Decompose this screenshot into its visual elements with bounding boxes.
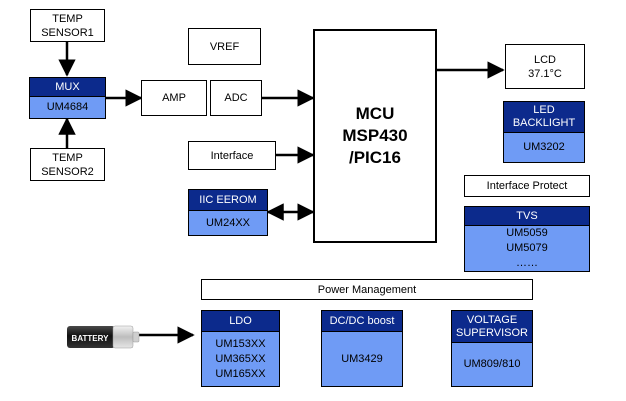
iic-eerom-part: UM24XX — [189, 211, 267, 235]
power-management-box: Power Management — [201, 279, 533, 300]
led-backlight-title: LED BACKLIGHT — [504, 102, 584, 133]
temp-sensor2-line2: SENSOR2 — [41, 165, 94, 178]
voltage-supervisor-line1: VOLTAGE — [466, 313, 518, 326]
tvs-title: TVS — [465, 207, 589, 226]
ldo-parts: UM153XX UM365XX UM165XX — [202, 332, 279, 386]
led-backlight-line2: BACKLIGHT — [512, 117, 576, 129]
voltage-supervisor-title: VOLTAGE SUPERVISOR — [452, 311, 532, 343]
temp-sensor1-line2: SENSOR1 — [41, 26, 94, 39]
vref-box: VREF — [188, 28, 261, 65]
dcdc-title: DC/DC boost — [322, 311, 402, 332]
iic-eerom-title: IIC EEROM — [189, 190, 267, 211]
amp-box: AMP — [141, 80, 207, 116]
ldo-block: LDO UM153XX UM365XX UM165XX — [201, 310, 280, 387]
tvs-part-2: UM5079 — [506, 242, 548, 254]
amp-label: AMP — [162, 92, 186, 104]
mux-block: MUX UM4684 — [29, 77, 106, 119]
iic-eerom-part-label: UM24XX — [205, 216, 251, 229]
mcu-line2: MSP430 — [342, 126, 408, 145]
vref-label: VREF — [209, 40, 240, 53]
adc-label: ADC — [224, 92, 248, 104]
mcu-line1: MCU — [355, 104, 395, 123]
dcdc-part: UM3429 — [322, 332, 402, 386]
interface-protect-box: Interface Protect — [464, 175, 590, 197]
led-backlight-line1: LED — [533, 104, 555, 116]
battery-icon: BATTERY — [67, 325, 140, 349]
dcdc-block: DC/DC boost UM3429 — [321, 310, 403, 387]
temp-sensor2-line1: TEMP — [52, 151, 83, 164]
mux-part-label: UM4684 — [46, 101, 89, 113]
ldo-part-2: UM365XX — [215, 352, 266, 365]
lcd-box: LCD 37.1°C — [505, 44, 585, 89]
tvs-part-1: UM5059 — [506, 227, 548, 239]
led-backlight-block: LED BACKLIGHT UM3202 — [503, 101, 585, 163]
led-backlight-part-label: UM3202 — [523, 141, 565, 153]
mcu-box: MCU MSP430 /PIC16 — [313, 29, 437, 243]
temp-sensor1-line1: TEMP — [52, 12, 83, 25]
ldo-part-3: UM165XX — [215, 367, 266, 380]
ldo-part-1: UM153XX — [215, 337, 266, 350]
voltage-supervisor-part-label: UM809/810 — [463, 358, 521, 370]
voltage-supervisor-block: VOLTAGE SUPERVISOR UM809/810 — [451, 310, 533, 387]
mux-title: MUX — [30, 78, 105, 97]
voltage-supervisor-part: UM809/810 — [452, 343, 532, 386]
ldo-title: LDO — [202, 311, 279, 332]
lcd-line2: 37.1°C — [528, 67, 562, 80]
dcdc-part-label: UM3429 — [341, 352, 383, 365]
tvs-parts: UM5059 UM5079 …… — [465, 226, 589, 271]
adc-box: ADC — [210, 80, 262, 116]
interface-box: Interface — [188, 141, 276, 170]
voltage-supervisor-line2: SUPERVISOR — [456, 326, 528, 339]
tvs-block: TVS UM5059 UM5079 …… — [464, 206, 590, 272]
interface-label: Interface — [210, 149, 254, 162]
mcu-line3: /PIC16 — [349, 148, 401, 167]
power-management-label: Power Management — [317, 283, 417, 296]
temp-sensor2-box: TEMP SENSOR2 — [30, 148, 105, 181]
battery-label: BATTERY — [72, 334, 110, 343]
led-backlight-part: UM3202 — [504, 133, 584, 162]
temp-sensor1-box: TEMP SENSOR1 — [30, 9, 105, 42]
mux-part: UM4684 — [30, 97, 105, 118]
interface-protect-label: Interface Protect — [486, 180, 568, 192]
tvs-part-3: …… — [516, 257, 538, 269]
lcd-line1: LCD — [533, 53, 556, 66]
iic-eerom-block: IIC EEROM UM24XX — [188, 189, 268, 236]
